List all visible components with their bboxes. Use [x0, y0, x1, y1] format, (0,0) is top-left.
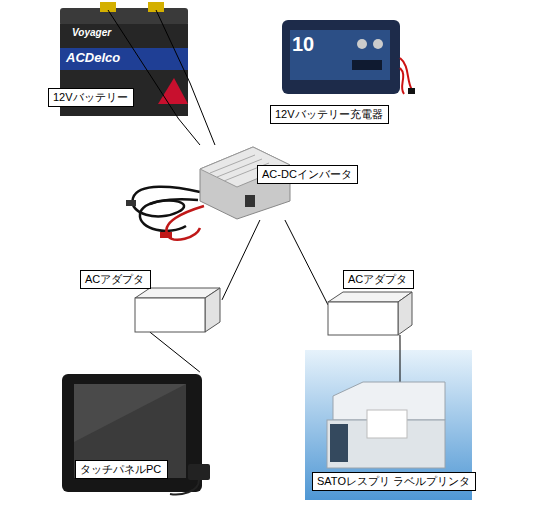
label-box: SATOレスプリ ラベルプリンタ — [312, 472, 476, 491]
component-name: AC-DCインバータ — [262, 168, 352, 180]
component-name: タッチパネルPC — [80, 463, 161, 475]
component-name: 12Vバッテリー充電器 — [275, 108, 383, 120]
label-box: ACアダプタ — [343, 270, 414, 289]
charger-picture: 12Vバッテリー充電器 — [270, 18, 415, 128]
adapter-box-art — [328, 292, 414, 335]
brand-text: Voyager — [72, 27, 111, 38]
printed-mark: ACDelco — [66, 50, 120, 65]
inverter-picture: AC-DCインバータ — [195, 145, 380, 220]
wire-connector — [222, 220, 260, 300]
brand-text: 10 — [292, 33, 314, 55]
wire-connector — [285, 220, 328, 305]
adapter-box: ACアダプタ — [328, 292, 414, 335]
component-name: SATOレスプリ ラベルプリンタ — [317, 475, 470, 487]
label-box: AC-DCインバータ — [257, 165, 358, 184]
touch-panel-pc-picture: タッチパネルPC — [60, 372, 212, 502]
wire-connector — [190, 83, 215, 145]
adapter-box-art — [135, 288, 222, 332]
printed-mark: Voyager — [72, 27, 111, 38]
wire-connector — [150, 332, 200, 372]
label-box: 12Vバッテリー — [48, 88, 134, 107]
printed-mark: 10 — [292, 33, 314, 56]
wire-connector — [178, 118, 200, 145]
touch-panel-pc-picture-art — [60, 372, 212, 502]
component-name: ACアダプタ — [85, 273, 144, 285]
component-name: ACアダプタ — [348, 273, 407, 285]
label-box: ACアダプタ — [80, 270, 151, 289]
label-box: タッチパネルPC — [75, 460, 168, 479]
adapter-box: ACアダプタ — [135, 288, 222, 332]
brand-text: ACDelco — [66, 50, 120, 65]
wire-connector — [399, 335, 400, 350]
component-name: 12Vバッテリー — [53, 91, 128, 103]
label-printer-picture: SATOレスプリ ラベルプリンタ — [305, 350, 480, 500]
label-box: 12Vバッテリー充電器 — [270, 105, 389, 124]
